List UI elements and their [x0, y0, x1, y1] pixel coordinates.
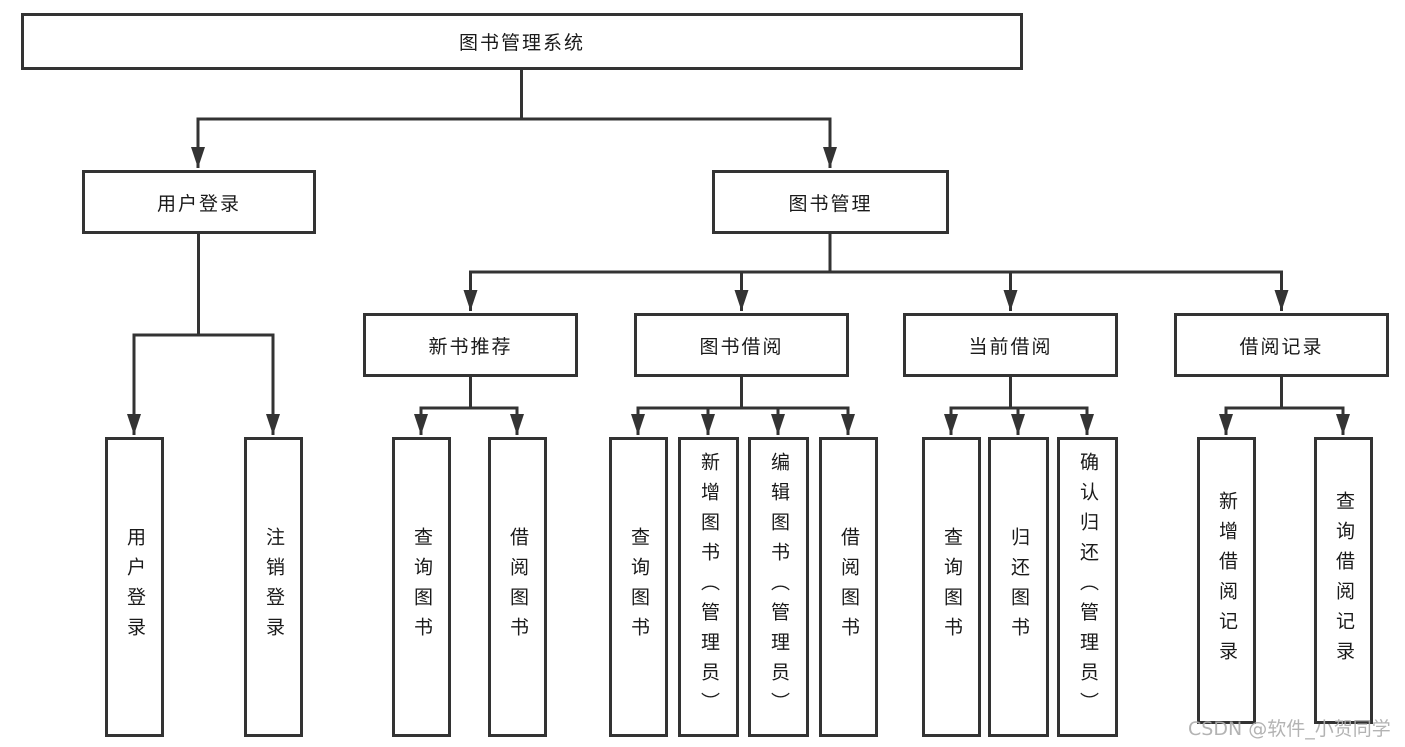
node-new-book-recommend: 新书推荐: [363, 313, 578, 377]
leaf-query-book-current: 查询图书: [922, 437, 981, 737]
leaf-edit-book-admin: 编辑图书（管理员）: [748, 437, 809, 737]
node-root-system: 图书管理系统: [21, 13, 1023, 70]
leaf-borrow-book: 借阅图书: [819, 437, 878, 737]
leaf-add-book-admin: 新增图书（管理员）: [678, 437, 739, 737]
csdn-watermark: CSDN @软件_小贺同学: [1188, 718, 1391, 740]
leaf-user-login: 用户登录: [105, 437, 164, 737]
leaf-borrow-book-recommend: 借阅图书: [488, 437, 547, 737]
node-current-borrow: 当前借阅: [903, 313, 1118, 377]
leaf-query-book-recommend: 查询图书: [392, 437, 451, 737]
leaf-query-borrow-record: 查询借阅记录: [1314, 437, 1373, 724]
leaf-confirm-return-admin: 确认归还（管理员）: [1057, 437, 1118, 737]
leaf-logout: 注销登录: [244, 437, 303, 737]
leaf-return-book: 归还图书: [988, 437, 1049, 737]
node-user-login: 用户登录: [82, 170, 316, 234]
node-borrow-record: 借阅记录: [1174, 313, 1389, 377]
leaf-query-book-borrow: 查询图书: [609, 437, 668, 737]
node-book-borrow: 图书借阅: [634, 313, 849, 377]
node-book-management: 图书管理: [712, 170, 949, 234]
leaf-add-borrow-record: 新增借阅记录: [1197, 437, 1256, 724]
